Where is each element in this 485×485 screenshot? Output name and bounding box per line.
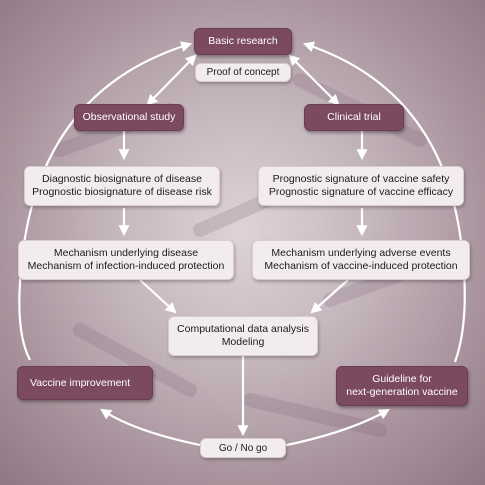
vaccine-efficacy-text: Prognostic signature of vaccine efficacy (268, 186, 454, 198)
computational-analysis-text: Computational data analysis (177, 323, 309, 335)
left-mechanism-box: Mechanism underlying disease Mechanism o… (18, 240, 234, 280)
vaccine-safety-text: Prognostic signature of vaccine safety (272, 173, 450, 185)
right-mechanism-box: Mechanism underlying adverse events Mech… (252, 240, 470, 280)
diagnostic-biosignature-text: Diagnostic biosignature of disease (42, 173, 202, 185)
arrow-basic-to-clinical (288, 54, 340, 106)
guideline-line-1: Guideline for (372, 373, 432, 385)
arc-bottom-left (100, 408, 206, 448)
proof-of-concept-label: Proof of concept (206, 67, 280, 78)
mechanism-adverse-text: Mechanism underlying adverse events (271, 247, 451, 259)
clinical-trial-label: Clinical trial (327, 111, 381, 123)
basic-research-box: Basic research (194, 28, 292, 55)
guideline-box: Guideline for next-generation vaccine (336, 366, 468, 406)
prognostic-biosignature-text: Prognostic biosignature of disease risk (32, 186, 212, 198)
right-signature-box: Prognostic signature of vaccine safety P… (258, 166, 464, 206)
observational-study-box: Observational study (74, 104, 184, 131)
modeling-text: Modeling (221, 336, 265, 348)
vaccine-improvement-label: Vaccine improvement (30, 376, 131, 389)
arrow-left-mech-to-center (139, 279, 177, 314)
go-no-go-label: Go / No go (218, 442, 268, 454)
mechanism-disease-text: Mechanism underlying disease (53, 247, 199, 259)
observational-study-label: Observational study (82, 111, 176, 123)
left-biosignature-box: Diagnostic biosignature of disease Progn… (24, 166, 220, 206)
cycle-arrows (18, 41, 466, 448)
clinical-trial-box: Clinical trial (304, 104, 404, 131)
vaccine-improvement-box: Vaccine improvement (17, 366, 153, 400)
mechanism-infection-text: Mechanism of infection-induced protectio… (27, 260, 225, 272)
arc-top-right (302, 41, 466, 363)
guideline-line-2: next-generation vaccine (346, 386, 458, 398)
proof-of-concept-box: Proof of concept (195, 63, 291, 82)
mechanism-vaccine-text: Mechanism of vaccine-induced protection (264, 260, 458, 272)
go-no-go-box: Go / No go (200, 438, 286, 458)
arc-bottom-right (281, 408, 390, 448)
basic-research-label: Basic research (208, 35, 278, 47)
arrow-right-mech-to-center (310, 279, 349, 314)
computational-box: Computational data analysis Modeling (168, 316, 318, 356)
arc-top-left (18, 41, 193, 361)
arrow-basic-to-observational (146, 54, 197, 106)
